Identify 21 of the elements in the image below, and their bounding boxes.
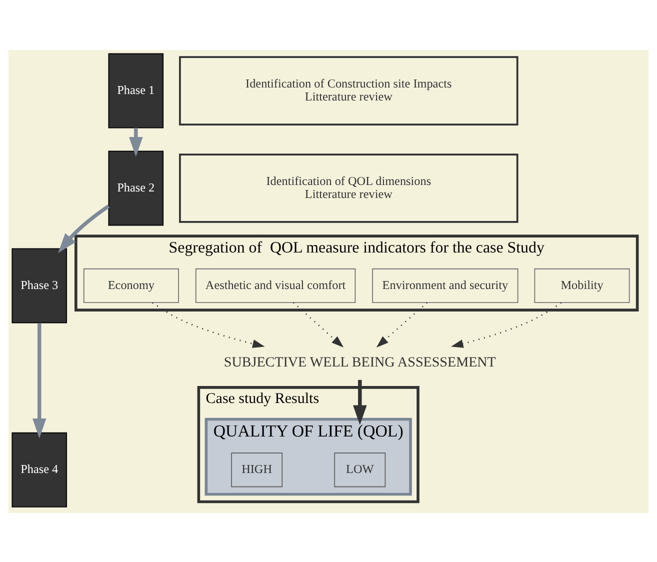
node-text: SUBJECTIVE WELL BEING ASSESSEMENT: [224, 354, 496, 370]
node-box: Environment and security: [372, 268, 518, 303]
node-box: Economy: [83, 268, 179, 303]
arrow: [58, 204, 110, 252]
node-box: Phase 3: [12, 248, 67, 323]
arrow: [152, 302, 265, 348]
arrow: [292, 302, 344, 348]
node-box: Phase 2: [108, 150, 164, 226]
node-box: Phase 4: [12, 432, 67, 507]
node-box: Mobility: [534, 268, 630, 303]
node-box: LOW: [334, 452, 386, 487]
node-box: Identification of Construction site Impacts Litterature review: [179, 56, 518, 125]
arrow: [353, 379, 367, 424]
node-box: Aesthetic and visual comfort: [195, 268, 356, 303]
arrow: [32, 322, 46, 438]
node-box: Phase 1: [108, 52, 164, 128]
node-box: Identification of QOL dimensions Litterature review: [179, 153, 518, 222]
arrow: [128, 127, 143, 156]
arrow: [451, 302, 562, 348]
node-box: HIGH: [231, 452, 283, 487]
arrow: [376, 302, 428, 348]
